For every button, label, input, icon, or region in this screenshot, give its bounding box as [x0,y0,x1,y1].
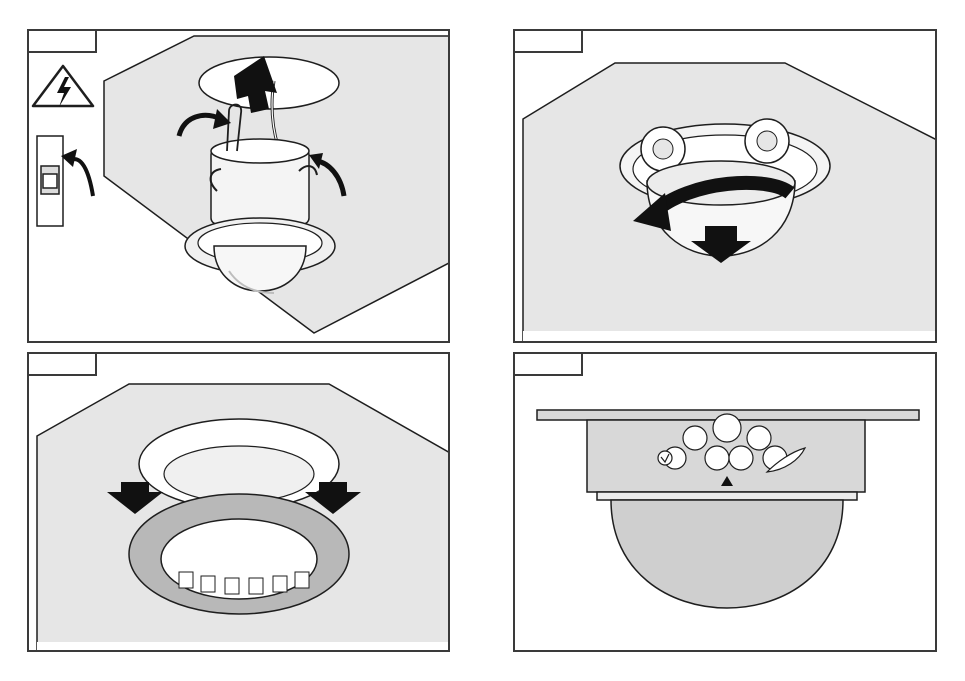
setting-dial-top [713,414,741,442]
setting-dial-2 [747,426,771,450]
step-panel-2 [513,29,937,343]
setting-dial-3 [705,446,729,470]
step-panel-1 [27,29,450,343]
step-2-illustration [515,31,937,343]
step-number-tab-1 [27,29,97,53]
step-4-illustration [515,354,937,652]
setting-dial-1 [683,426,707,450]
step-1-illustration [29,31,450,343]
setting-dial-4 [729,446,753,470]
circuit-breaker-switch-icon [37,136,93,226]
step-3-illustration [29,354,450,652]
step-number-tab-3 [27,352,97,376]
sensor-dome [611,500,843,608]
step-panel-4 [513,352,937,652]
step-number-tab-2 [513,29,583,53]
step-number-tab-4 [513,352,583,376]
step-panel-3 [27,352,450,652]
